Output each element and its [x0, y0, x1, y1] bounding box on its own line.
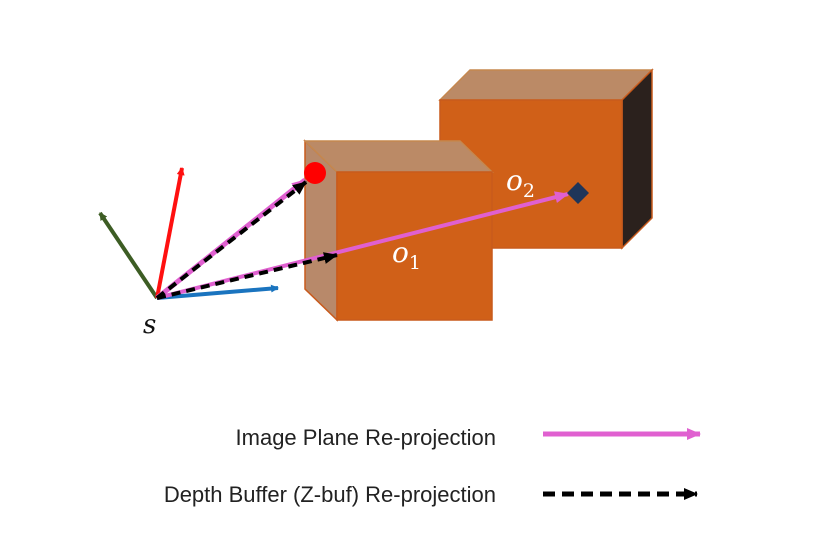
- axis-red-arrow: [155, 167, 185, 299]
- object-2-top-face: [438, 69, 654, 101]
- legend-depth-buffer-label: Depth Buffer (Z-buf) Re-projection: [164, 482, 496, 507]
- legend-image-plane-label: Image Plane Re-projection: [236, 425, 496, 450]
- axis-green-arrow: [98, 211, 159, 300]
- legend: Image Plane Re-projection Depth Buffer (…: [164, 425, 701, 507]
- object-1-top-face: [303, 140, 494, 173]
- hit-point-circle-icon: [304, 162, 326, 184]
- source-label: s: [143, 310, 156, 340]
- object-2-label: o2: [506, 164, 535, 202]
- image-plane-ray-to-o2: [156, 191, 569, 300]
- object-1-box: [303, 139, 494, 322]
- depth-ray-to-hit: [155, 180, 308, 300]
- object-1-label: o1: [392, 236, 421, 274]
- object-2-side-face: [621, 68, 653, 250]
- axis-blue-arrow: [156, 284, 279, 300]
- depth-ray-to-o1: [156, 252, 338, 300]
- target-diamond-icon: [567, 182, 589, 204]
